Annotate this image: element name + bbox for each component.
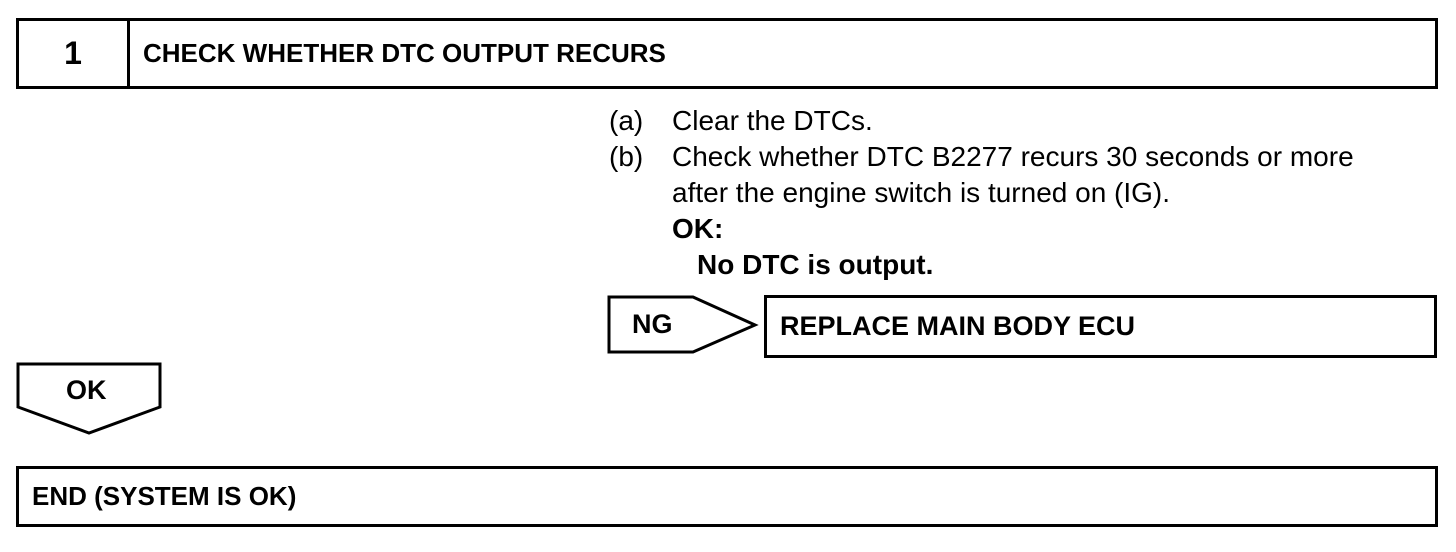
instructions: (a) Clear the DTCs. (b) Check whether DT… — [609, 103, 1429, 283]
ng-action-box: REPLACE MAIN BODY ECU — [764, 295, 1437, 358]
ok-branch-label: OK — [66, 375, 107, 405]
end-result-text: END (SYSTEM IS OK) — [32, 481, 297, 511]
step-header: 1 CHECK WHETHER DTC OUTPUT RECURS — [16, 18, 1438, 89]
ok-condition-label: OK: — [672, 213, 724, 244]
ng-action-text: REPLACE MAIN BODY ECU — [780, 311, 1136, 341]
instruction-item: (a) Clear the DTCs. — [609, 103, 1429, 139]
instruction-item: (b) Check whether DTC B2277 recurs 30 se… — [609, 139, 1429, 175]
instruction-item: after the engine switch is turned on (IG… — [609, 175, 1429, 211]
instruction-text: Check whether DTC B2277 recurs 30 second… — [672, 141, 1354, 172]
ok-arrow-shape — [16, 362, 162, 435]
end-result-box: END (SYSTEM IS OK) — [16, 466, 1438, 527]
instruction-marker: (a) — [609, 105, 644, 136]
instruction-text: Clear the DTCs. — [672, 105, 873, 136]
ng-arrow-shape — [607, 295, 759, 354]
step-number: 1 — [19, 21, 130, 86]
instruction-text: after the engine switch is turned on (IG… — [672, 177, 1171, 208]
ng-branch-label: NG — [632, 309, 673, 339]
instruction-marker: (b) — [609, 141, 644, 172]
instruction-marker — [609, 175, 672, 211]
step-title: CHECK WHETHER DTC OUTPUT RECURS — [143, 38, 666, 68]
ok-condition-criteria: No DTC is output. — [697, 249, 934, 280]
